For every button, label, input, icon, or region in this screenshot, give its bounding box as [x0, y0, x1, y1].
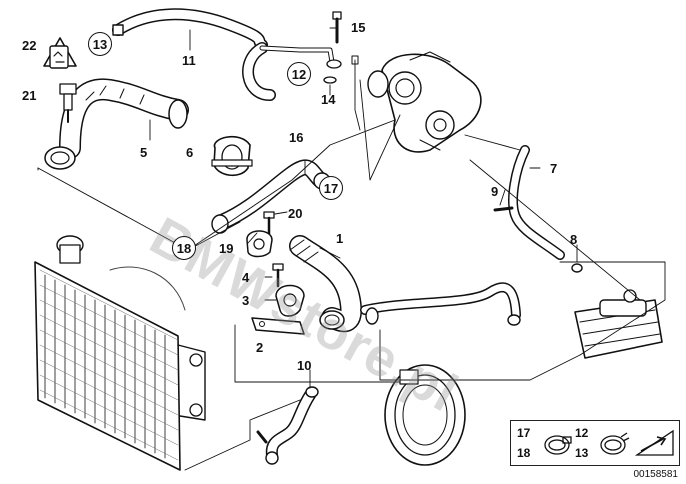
- callout-11: 11: [182, 53, 196, 68]
- callout-6: 6: [186, 145, 194, 160]
- callout-19: 19: [219, 241, 234, 256]
- legend-12: 12: [575, 426, 589, 440]
- radiator: [34, 235, 206, 471]
- hose-clamp-icon: [544, 435, 572, 455]
- warning-label-22: [43, 37, 77, 69]
- hose-11: [112, 8, 335, 101]
- bolt-15: [332, 11, 342, 44]
- callout-7: 7: [550, 161, 558, 176]
- radiator-shroud-outline: [109, 266, 186, 311]
- hose-16: [211, 159, 331, 234]
- callout-22: 22: [22, 38, 37, 53]
- clamp-legend: 17 18 12 13: [510, 420, 680, 466]
- callout-16: 16: [289, 130, 304, 145]
- callout-2: 2: [256, 340, 264, 355]
- oil-cooler: [574, 289, 663, 359]
- callout-17-circled: 17: [319, 176, 343, 200]
- hose-5: [44, 78, 189, 170]
- bolt-20: [263, 211, 275, 236]
- fan-shroud: [384, 364, 466, 466]
- callout-8: 8: [570, 232, 578, 247]
- hose-10: [256, 386, 319, 465]
- callout-15: 15: [351, 20, 366, 35]
- bolt-4: [272, 263, 284, 288]
- callout-20: 20: [288, 206, 303, 221]
- document-id: 00158581: [633, 469, 679, 480]
- seal-12: [326, 59, 342, 69]
- clip-8: [571, 263, 583, 273]
- callout-4: 4: [242, 270, 250, 285]
- callout-5: 5: [140, 145, 148, 160]
- bracket-2: [251, 317, 305, 335]
- callout-3: 3: [242, 293, 250, 308]
- spring-clamp-icon: [600, 432, 630, 455]
- callout-13-circled: 13: [88, 32, 112, 56]
- washer-14: [323, 76, 337, 84]
- arrow-icon: [634, 429, 674, 456]
- callout-9: 9: [491, 184, 499, 199]
- screw-9: [493, 206, 514, 212]
- hose-1: [289, 235, 521, 333]
- callout-10: 10: [297, 358, 312, 373]
- hose-7: [508, 145, 565, 260]
- holder-6: [211, 135, 253, 177]
- callout-12-circled: 12: [287, 62, 311, 86]
- legend-13: 13: [575, 446, 589, 460]
- thermostat-housing: [351, 51, 482, 153]
- callout-1: 1: [336, 231, 344, 246]
- clamp-3: [275, 284, 305, 317]
- legend-17: 17: [517, 426, 531, 440]
- callout-21: 21: [22, 88, 37, 103]
- callout-14: 14: [321, 92, 336, 107]
- callout-18-circled: 18: [172, 236, 196, 260]
- sensor-21: [59, 83, 77, 123]
- legend-18: 18: [517, 446, 531, 460]
